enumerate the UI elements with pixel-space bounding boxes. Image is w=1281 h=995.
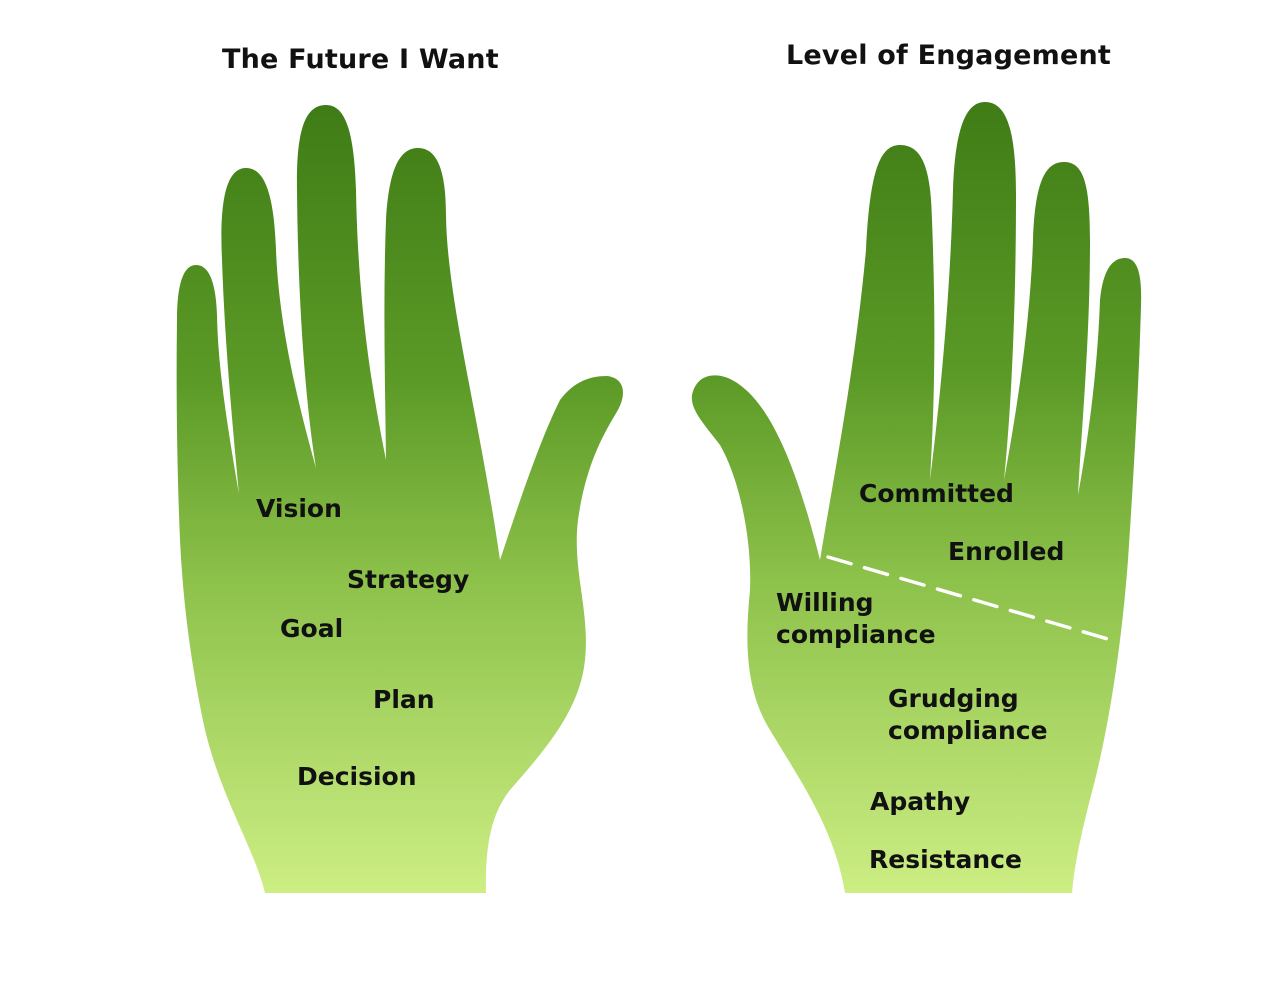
label-willing-compliance: Willing compliance — [776, 586, 936, 652]
left-hand-shape — [176, 105, 623, 893]
label-willing-line2: compliance — [776, 620, 936, 649]
label-plan: Plan — [373, 685, 435, 714]
label-goal: Goal — [280, 614, 344, 643]
label-enrolled: Enrolled — [948, 537, 1065, 566]
label-decision: Decision — [297, 762, 417, 791]
label-strategy: Strategy — [347, 565, 470, 594]
label-committed: Committed — [859, 479, 1014, 508]
right-hand-shape — [691, 102, 1142, 893]
left-hand-title: The Future I Want — [222, 44, 499, 75]
right-hand-title: Level of Engagement — [786, 40, 1112, 71]
label-apathy: Apathy — [870, 787, 971, 816]
label-grudging-line2: compliance — [888, 716, 1048, 745]
label-vision: Vision — [256, 494, 342, 523]
label-grudging-line1: Grudging — [888, 684, 1019, 713]
label-grudging-compliance: Grudging compliance — [888, 682, 1048, 748]
label-willing-line1: Willing — [776, 588, 874, 617]
engagement-divider-line — [826, 555, 1120, 644]
label-resistance: Resistance — [869, 845, 1022, 874]
